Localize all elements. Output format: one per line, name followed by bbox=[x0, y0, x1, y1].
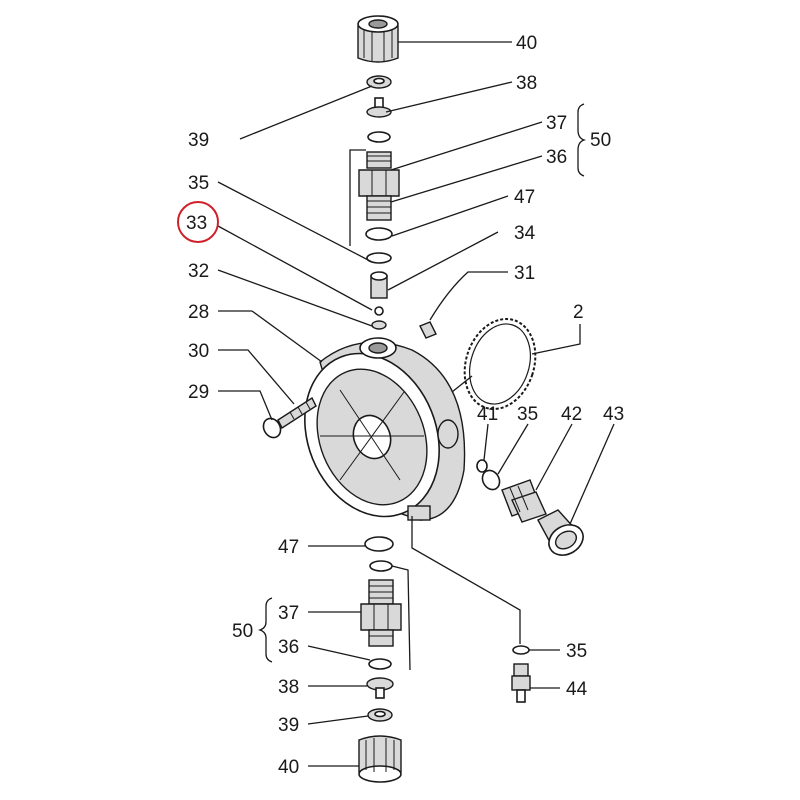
part-33-ball bbox=[374, 306, 384, 316]
label-35-side: 35 bbox=[517, 404, 538, 425]
part-40-top-nut bbox=[357, 15, 399, 63]
label-34-top: 34 bbox=[514, 223, 536, 244]
part-42-fitting bbox=[501, 479, 547, 523]
part-37-36-top-fitting bbox=[358, 151, 400, 221]
label-47-bottom: 47 bbox=[278, 537, 299, 558]
label-37-bottom: 37 bbox=[278, 603, 299, 624]
part-labels: 40 38 39 37 36 50 35 47 33 34 32 31 28 2… bbox=[186, 33, 624, 778]
part-38-bottom-seat bbox=[366, 677, 394, 699]
leader-lines bbox=[217, 41, 615, 767]
label-35-bottom: 35 bbox=[566, 641, 587, 662]
label-40-bottom: 40 bbox=[278, 757, 299, 778]
part-39-top-washer bbox=[366, 75, 392, 89]
label-47-top: 47 bbox=[514, 187, 535, 208]
part-29-30-screw bbox=[262, 396, 317, 439]
part-bottom-oring-2 bbox=[368, 658, 392, 670]
label-39-bottom: 39 bbox=[278, 715, 299, 736]
label-28-top: 28 bbox=[188, 302, 209, 323]
part-39-bottom-washer bbox=[367, 708, 393, 722]
label-50-top: 50 bbox=[590, 130, 611, 151]
label-43-side: 43 bbox=[603, 404, 624, 425]
part-bottom-oring bbox=[369, 560, 393, 572]
part-35-side-oring bbox=[481, 469, 501, 491]
label-31-top: 31 bbox=[514, 263, 535, 284]
label-39-top: 39 bbox=[188, 130, 209, 151]
label-44-bottom: 44 bbox=[566, 679, 588, 700]
part-40-bottom-nut bbox=[358, 735, 402, 783]
part-47-top-oring bbox=[365, 227, 393, 241]
part-35-top-oring bbox=[366, 252, 392, 264]
label-2-top: 2 bbox=[573, 302, 584, 323]
part-43-knob bbox=[537, 509, 584, 556]
part-2-diaphragm bbox=[463, 318, 537, 410]
part-top-oring bbox=[367, 131, 391, 143]
part-37-36-bottom-fitting bbox=[360, 579, 402, 647]
part-31-plug bbox=[419, 321, 437, 339]
label-32-top: 32 bbox=[188, 261, 209, 282]
label-29-top: 29 bbox=[188, 382, 209, 403]
label-33-top: 33 bbox=[186, 213, 207, 234]
part-28-pump-head bbox=[304, 337, 466, 521]
label-30-top: 30 bbox=[188, 341, 209, 362]
part-38-top-seat bbox=[366, 97, 392, 118]
label-42-side: 42 bbox=[561, 404, 582, 425]
part-44-pin bbox=[511, 663, 531, 703]
part-47-bottom-oring bbox=[364, 536, 394, 552]
label-40-top: 40 bbox=[516, 33, 537, 54]
highlight-circle-33 bbox=[177, 201, 219, 243]
label-38-top: 38 bbox=[516, 73, 537, 94]
part-41-ring bbox=[476, 459, 488, 473]
label-36-top: 36 bbox=[546, 147, 567, 168]
part-35-bottom-oring bbox=[512, 645, 530, 655]
label-35-top: 35 bbox=[188, 173, 209, 194]
label-41-side: 41 bbox=[477, 404, 498, 425]
label-38-bottom: 38 bbox=[278, 677, 299, 698]
part-34-insert bbox=[370, 271, 388, 299]
label-36-bottom: 36 bbox=[278, 637, 299, 658]
part-32-ring bbox=[371, 320, 387, 330]
label-37-top: 37 bbox=[546, 113, 567, 134]
label-50-bottom: 50 bbox=[232, 621, 253, 642]
